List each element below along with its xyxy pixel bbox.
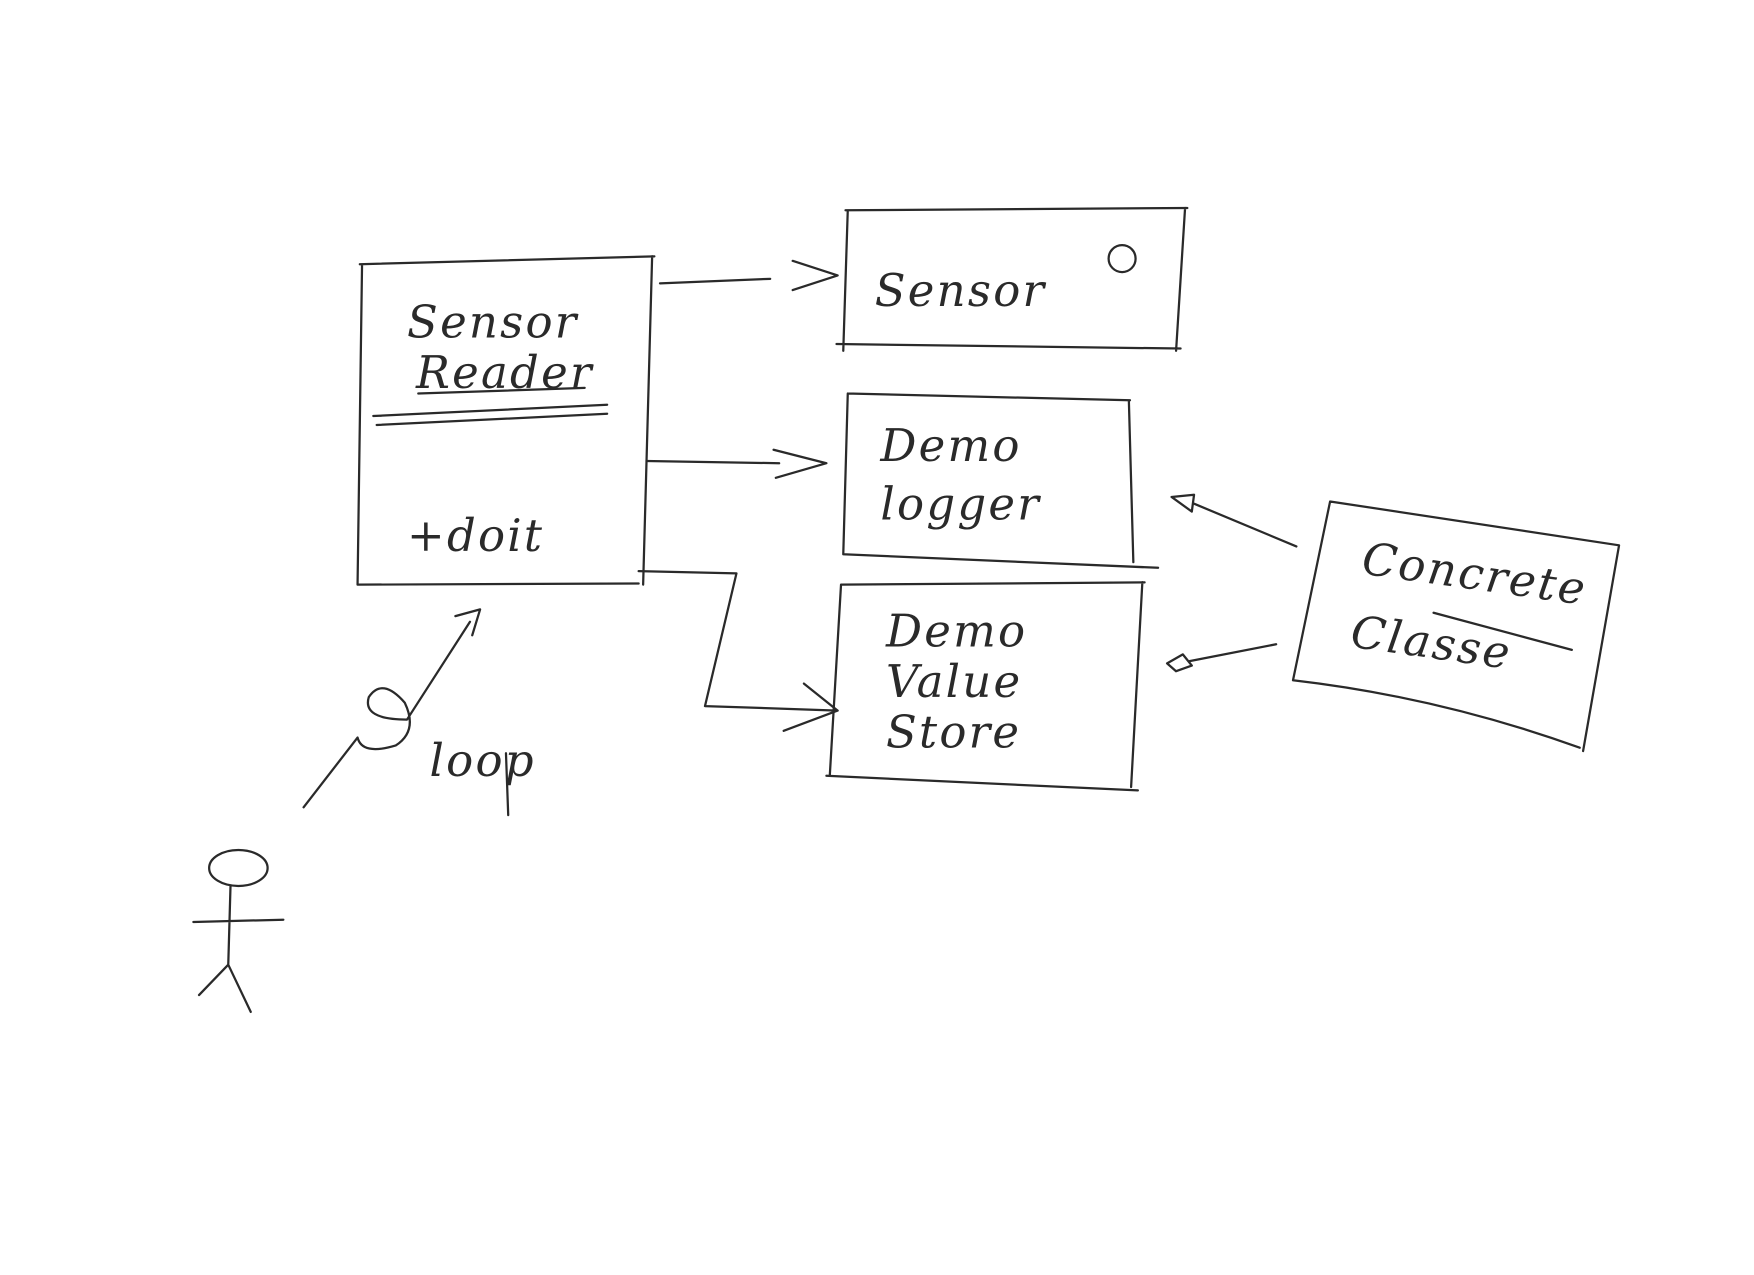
interface-lollipop-icon — [1107, 243, 1137, 274]
association-arrows — [637, 259, 1298, 732]
arrow-concrete-to-store — [1165, 643, 1278, 673]
class-name-line3: Store — [886, 706, 1021, 759]
actor-head — [208, 848, 269, 888]
arrow-reader-to-sensor — [658, 259, 839, 292]
class-sensor: Sensor — [835, 206, 1189, 352]
actor-stick-figure — [192, 848, 285, 1014]
class-name-line2: Reader — [415, 346, 594, 399]
arrow-concrete-to-logger — [1170, 493, 1298, 548]
class-sensor-reader: Sensor Reader +doit — [356, 255, 656, 586]
arrow-reader-to-store — [637, 570, 839, 732]
class-concrete-classe: Concrete Classe — [1291, 500, 1621, 753]
loop-label: loop — [430, 734, 536, 787]
class-name-line1: Demo — [885, 604, 1027, 657]
class-method: +doit — [407, 509, 544, 562]
class-name-line2: Value — [886, 655, 1022, 708]
class-name-line1: Demo — [879, 419, 1021, 472]
class-name-line2: Classe — [1348, 605, 1516, 680]
class-name-line2: logger — [880, 477, 1041, 530]
loop-message: loop — [302, 608, 536, 817]
class-demo-value-store: Demo Value Store — [825, 581, 1146, 792]
class-name-line1: Concrete — [1359, 532, 1591, 616]
class-demo-logger: Demo logger — [842, 392, 1160, 569]
class-name-line1: Sensor — [407, 295, 579, 348]
class-name-line1: Sensor — [875, 264, 1047, 317]
arrow-reader-to-logger — [645, 448, 828, 479]
